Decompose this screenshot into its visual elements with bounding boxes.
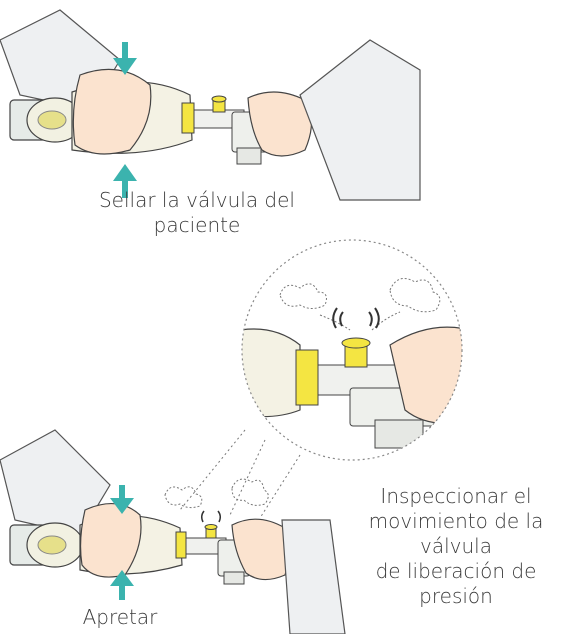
sound-wave-icon	[332, 307, 380, 329]
air-puff-icon	[164, 478, 269, 509]
squeeze-caption-line-1: Apretar	[82, 605, 158, 629]
zoom-callout	[179, 239, 463, 519]
inspect-caption-line-1: Inspeccionar el	[380, 484, 532, 508]
seal-caption: Sellar la válvula del paciente	[92, 188, 302, 238]
yellow-ring	[175, 531, 187, 559]
arrow-up-icon	[110, 570, 134, 600]
seal-caption-line-2: paciente	[153, 213, 241, 237]
right-sleeve	[281, 519, 346, 634]
face-mask	[9, 97, 84, 143]
arrow-down-icon	[113, 42, 137, 75]
sound-wave-icon	[200, 510, 222, 523]
inspect-caption-line-3: de liberación de presión	[375, 559, 537, 608]
air-puff-icon	[279, 277, 441, 331]
right-hand	[247, 91, 313, 157]
inspect-caption-line-2: movimiento de la válvula	[368, 509, 544, 558]
face-mask	[9, 522, 84, 568]
inspect-caption: Inspeccionar el movimiento de la válvula…	[336, 484, 576, 609]
seal-caption-line-1: Sellar la válvula del	[98, 188, 295, 212]
squeeze-caption: Apretar	[60, 605, 180, 630]
right-hand	[231, 518, 291, 581]
bottom-scene	[0, 429, 346, 634]
right-sleeve	[299, 39, 421, 201]
arrow-down-icon	[110, 485, 134, 514]
valve-assembly	[185, 524, 251, 585]
arrow-up-icon	[113, 164, 137, 198]
top-scene	[0, 9, 421, 201]
hand	[72, 68, 152, 155]
yellow-ring	[181, 102, 195, 134]
